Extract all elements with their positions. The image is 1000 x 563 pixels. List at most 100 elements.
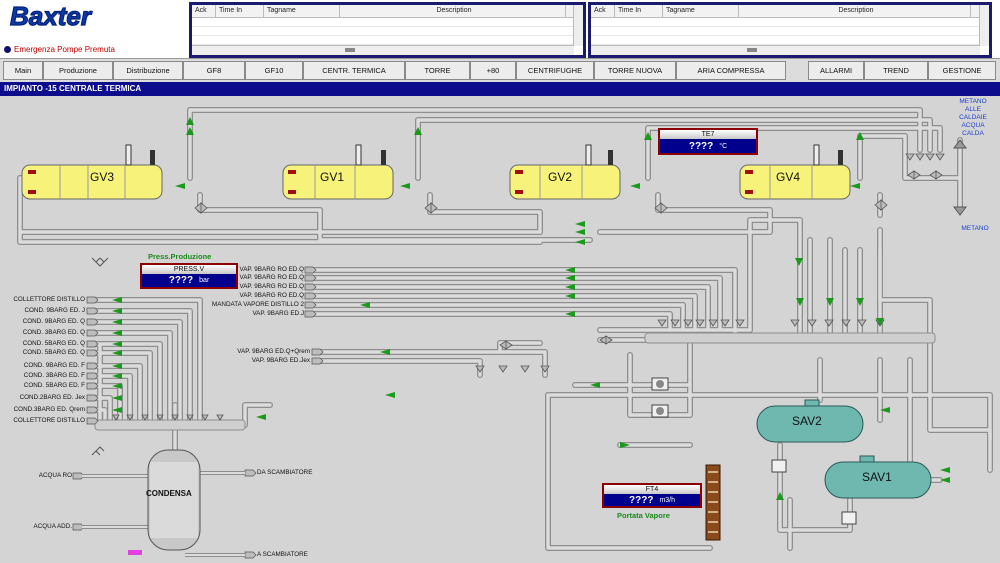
nav-torre[interactable]: TORRE <box>405 61 470 80</box>
steam-manifold <box>644 332 936 344</box>
vertical-scrollbar[interactable] <box>573 5 583 46</box>
steam-line-label: VAP. 9BARG RO ED.Q <box>239 292 304 299</box>
condensa-label: CONDENSA <box>146 489 192 498</box>
alarm-table-2[interactable]: Ack Time In Tagname Description <box>588 2 992 58</box>
condensate-line-label: COND. 3BARG ED. Q <box>22 329 85 336</box>
pressv-unit: bar <box>199 277 210 284</box>
nav-centrifughe[interactable]: CENTRIFUGHE <box>516 61 594 80</box>
valve-icons <box>112 153 945 421</box>
table-row <box>591 36 989 45</box>
steam-line-label: MANDATA VAPORE DISTILLO 2 <box>211 301 304 308</box>
da-scambiatore-label: DA SCAMBIATORE <box>257 469 313 476</box>
nav-torre-nuova[interactable]: TORRE NUOVA <box>594 61 676 80</box>
ft4-panel[interactable]: FT4 ???? m3/h <box>602 483 702 508</box>
baxter-logo: Baxter <box>4 2 180 32</box>
metano-label: METANO <box>961 225 989 232</box>
alarm-indicator-icon <box>4 46 11 53</box>
page-title: IMPIANTO -15 CENTRALE TERMICA <box>4 84 142 93</box>
vent-icons <box>91 257 109 456</box>
horizontal-scrollbar[interactable] <box>192 45 574 55</box>
table-row <box>192 18 583 27</box>
boiler-gv1 <box>282 144 394 200</box>
acqua-ro-label: ACQUA RO <box>38 472 72 479</box>
tank-label[interactable]: SAV1 <box>862 470 892 484</box>
pink-marker <box>128 550 142 555</box>
table-row <box>192 27 583 36</box>
nav-trend[interactable]: TREND <box>864 61 928 80</box>
page-title-bar <box>0 82 1000 96</box>
steam-line-label: VAP. 9BARG ED.J <box>252 310 304 317</box>
steam-line-label: VAP. 9BARG RO ED.Q <box>239 283 304 290</box>
portata-vapore-caption: Portata Vapore <box>617 511 670 520</box>
te7-title: TE7 <box>660 130 756 139</box>
col-ack[interactable]: Ack <box>192 5 216 17</box>
col-description[interactable]: Description <box>340 5 566 17</box>
table-row <box>591 27 989 36</box>
tank-sav2 <box>756 399 864 443</box>
te7-panel[interactable]: TE7 ???? °C <box>658 128 758 155</box>
condensate-line-label: COND. 9BARG ED. J <box>24 307 85 314</box>
boiler-label[interactable]: GV4 <box>776 170 801 184</box>
plant-diagram: GV3 GV1 GV2 GV4 SAV2 SAV1 CONDENSA TE7 ?… <box>0 96 1000 563</box>
condensate-line-label: COND. 5BARG ED. F <box>23 382 85 389</box>
boiler-label[interactable]: GV3 <box>90 170 115 184</box>
steam-line-label: VAP. 9BARG RO ED.Q <box>239 266 304 273</box>
ft4-value: ???? <box>629 494 654 506</box>
alarm-table-header: Ack Time In Tagname Description <box>192 5 583 18</box>
flow-arrow-icons <box>112 117 950 500</box>
pressv-panel[interactable]: PRESS.V ???? bar <box>140 263 238 289</box>
a-scambiatore-label: A SCAMBIATORE <box>257 551 308 558</box>
boiler-gv2 <box>509 144 621 200</box>
ft4-unit: m3/h <box>659 496 675 504</box>
pipe-network <box>17 107 993 559</box>
nav-gestione[interactable]: GESTIONE <box>928 61 996 80</box>
pressv-value-display: ???? bar <box>142 274 236 287</box>
table-row <box>591 18 989 27</box>
press-produzione-caption: Press.Produzione <box>148 252 212 261</box>
condensate-line-label: COND. 9BARG ED. Q <box>22 318 85 325</box>
logo-text: Baxter <box>10 2 93 31</box>
nav-bar: Main Produzione Distribuzione GF8 GF10 C… <box>0 58 1000 84</box>
boiler-gv4 <box>739 144 851 200</box>
nav-gf10[interactable]: GF10 <box>245 61 303 80</box>
nav-main[interactable]: Main <box>3 61 43 80</box>
nav-produzione[interactable]: Produzione <box>43 61 113 80</box>
nav-distribuzione[interactable]: Distribuzione <box>113 61 183 80</box>
pressv-value: ???? <box>168 275 194 286</box>
alarm-table-1[interactable]: Ack Time In Tagname Description <box>189 2 586 58</box>
col-ack[interactable]: Ack <box>591 5 615 17</box>
horizontal-scrollbar[interactable] <box>591 45 980 55</box>
nav-gf8[interactable]: GF8 <box>183 61 245 80</box>
col-description[interactable]: Description <box>739 5 971 17</box>
nav-allarmi[interactable]: ALLARMI <box>808 61 864 80</box>
nav-aria-compressa[interactable]: ARIA COMPRESSA <box>676 61 786 80</box>
col-tagname[interactable]: Tagname <box>264 5 340 17</box>
collector-manifold <box>94 419 246 431</box>
ft4-title: FT4 <box>604 485 700 494</box>
vertical-scrollbar[interactable] <box>979 5 989 46</box>
condensate-line-label: COND. 5BARG ED. Q <box>22 349 85 356</box>
condensate-line-label: COLLETTORE DISTILLO <box>13 417 85 424</box>
condensa-vessel <box>147 449 201 551</box>
col-time-in[interactable]: Time In <box>615 5 663 17</box>
condensate-line-label: COND. 9BARG ED. F <box>23 362 85 369</box>
alarm-status-text: Emergenza Pompe Premuta <box>14 45 115 54</box>
boiler-gv3 <box>21 144 163 200</box>
col-tagname[interactable]: Tagname <box>663 5 739 17</box>
metano-caldaie-label: METANO ALLE CALDAIE ACQUA CALDA <box>959 98 987 137</box>
boiler-label[interactable]: GV2 <box>548 170 573 184</box>
condensate-line-label: COND.2BARG ED. Jex <box>19 394 85 401</box>
condensate-line-label: COND. 5BARG ED. Q <box>22 340 85 347</box>
boiler-label[interactable]: GV1 <box>320 170 345 184</box>
table-row <box>192 36 583 45</box>
nav-centr-termica[interactable]: CENTR. TERMICA <box>303 61 405 80</box>
tank-sav1 <box>824 455 932 499</box>
pressv-title: PRESS.V <box>142 265 236 274</box>
acqua-add-label: ACQUA ADD. <box>33 523 73 530</box>
steam-line-label: VAP. 9BARG RO ED.Q <box>239 274 304 281</box>
condensate-line-label: COND. 3BARG ED. F <box>23 372 85 379</box>
tank-label[interactable]: SAV2 <box>792 414 822 428</box>
col-time-in[interactable]: Time In <box>216 5 264 17</box>
mid-line-label: VAP. 9BARG ED.Q+Qrem <box>237 348 310 355</box>
nav-plus80[interactable]: +80 <box>470 61 516 80</box>
